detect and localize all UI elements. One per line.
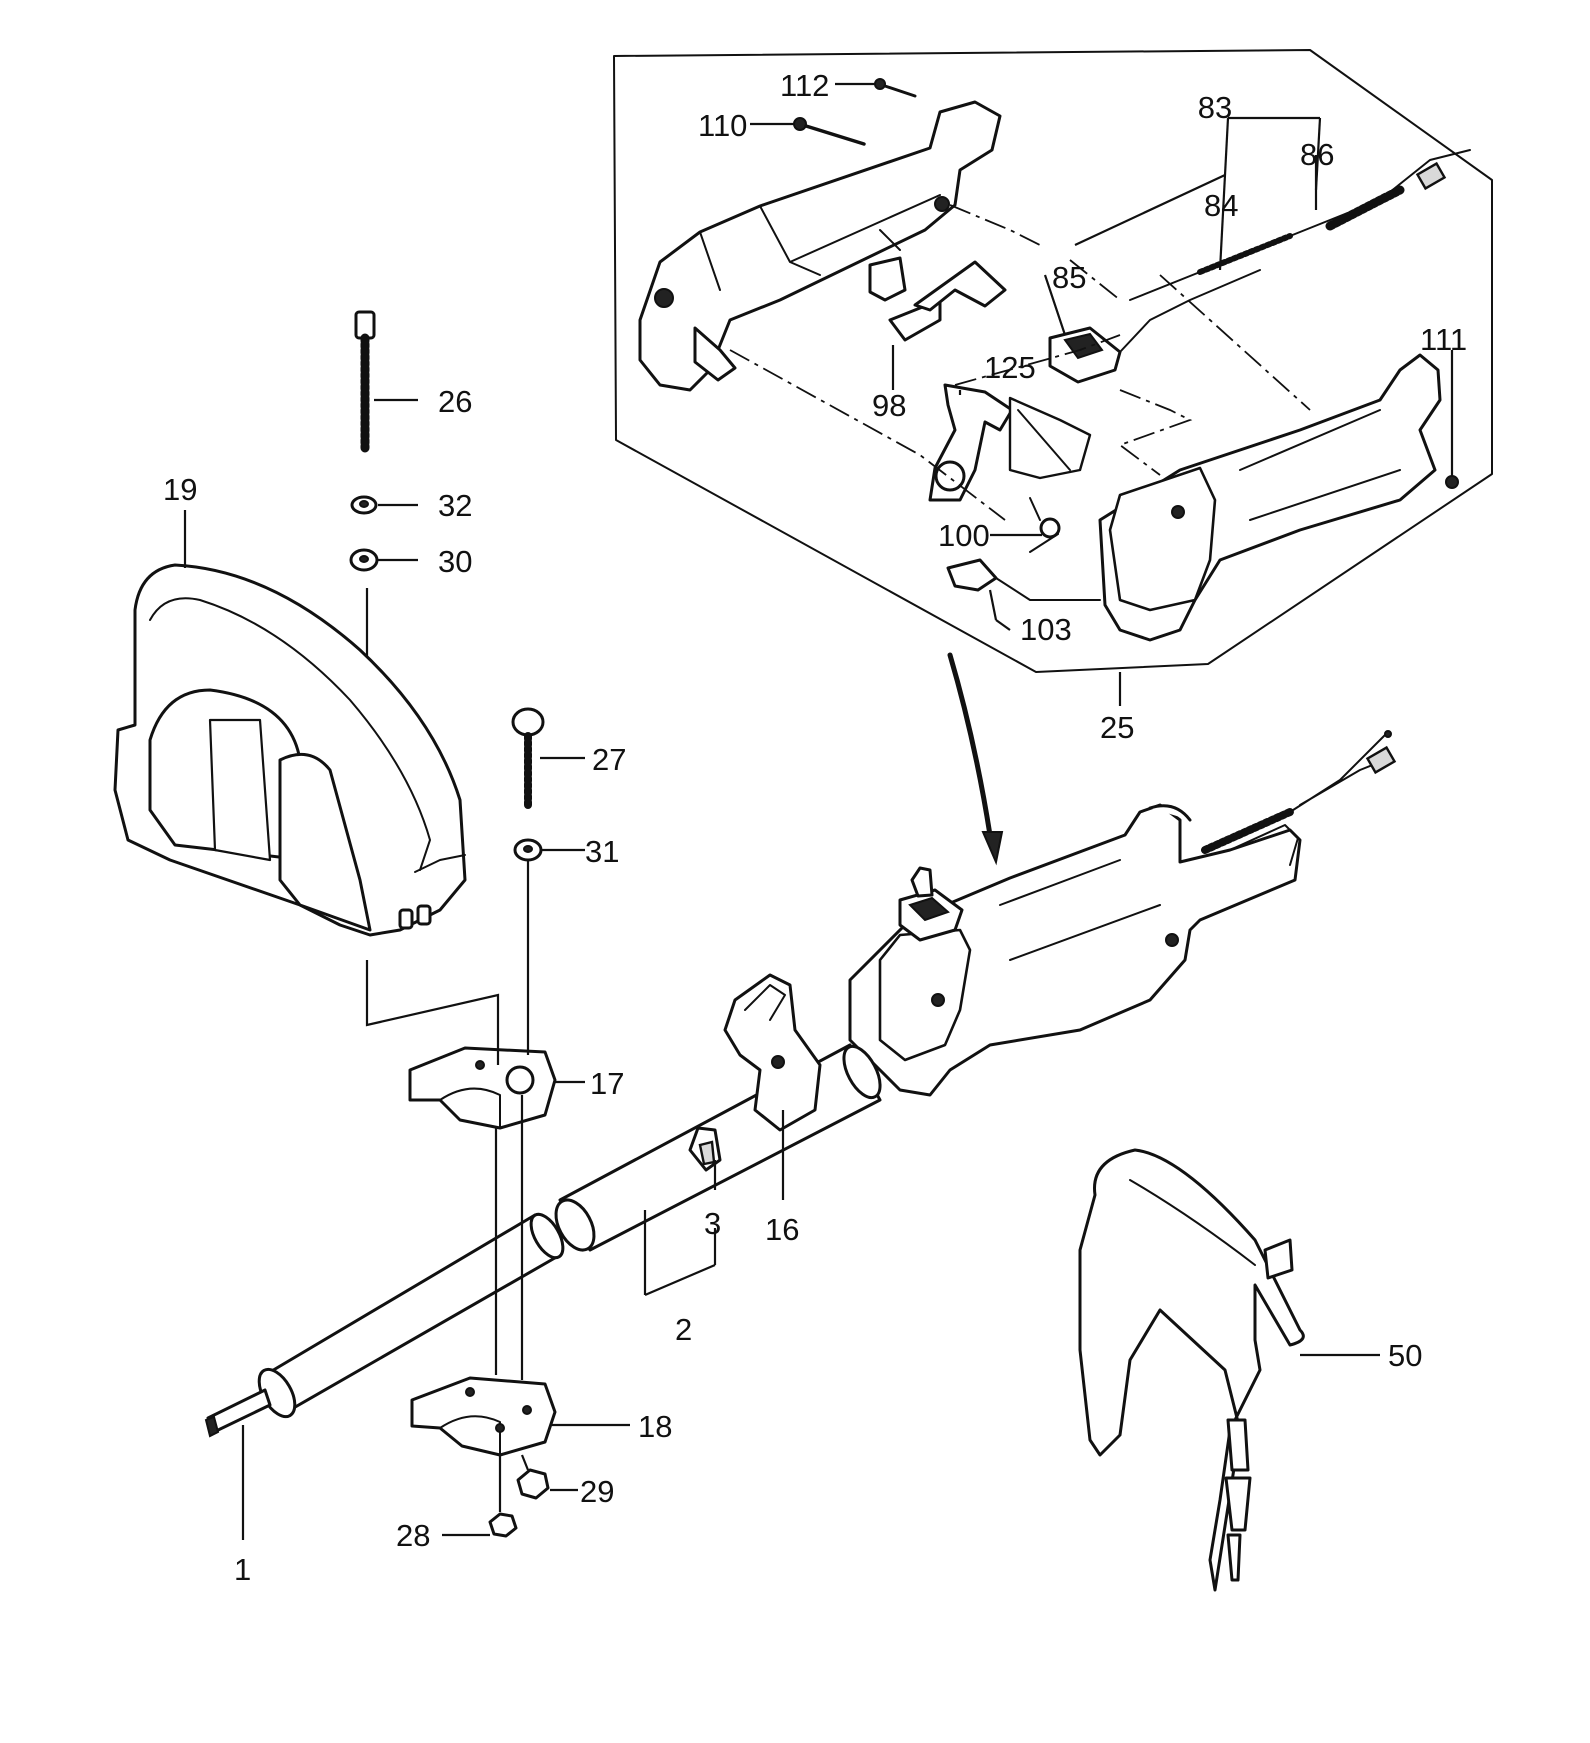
label-30: 30 (438, 544, 472, 579)
bracket-17 (408, 1046, 557, 1130)
spring-100 (1029, 497, 1061, 553)
part-labels: 112 110 83 86 84 85 111 125 98 100 103 2… (163, 68, 1467, 1587)
bolt-27 (511, 707, 545, 812)
handle-upper-half (638, 100, 1007, 392)
label-29: 29 (580, 1474, 614, 1509)
label-32: 32 (438, 488, 472, 523)
label-103: 103 (1020, 612, 1072, 647)
label-84: 84 (1204, 188, 1238, 223)
throttle-cable-84 (1129, 149, 1471, 301)
label-100: 100 (938, 518, 990, 553)
inset-panel-25 (613, 49, 1493, 706)
nut-30 (349, 548, 379, 572)
label-25: 25 (1100, 710, 1134, 745)
clamp-16 (723, 973, 822, 1132)
label-17: 17 (590, 1066, 624, 1101)
label-19: 19 (163, 472, 197, 507)
screw-110 (793, 117, 866, 146)
label-111: 111 (1420, 322, 1467, 357)
label-26: 26 (438, 384, 472, 419)
label-112: 112 (780, 68, 829, 103)
leader-lines (183, 82, 1454, 1540)
label-27: 27 (592, 742, 626, 777)
label-16: 16 (765, 1212, 799, 1247)
label-3: 3 (704, 1206, 721, 1241)
nut-31 (513, 838, 543, 862)
drive-shaft-1 (204, 1212, 565, 1438)
label-18: 18 (638, 1409, 672, 1444)
bolt-26 (354, 310, 376, 453)
switch-85 (1048, 269, 1261, 384)
nut-28 (488, 1512, 518, 1538)
label-125: 125 (984, 350, 1036, 385)
label-28: 28 (396, 1518, 430, 1553)
knob-3 (688, 1126, 722, 1172)
label-86: 86 (1300, 137, 1334, 172)
nut-29 (516, 1468, 550, 1500)
barrier-handle-19 (113, 563, 467, 937)
label-1: 1 (234, 1552, 251, 1587)
washer-32 (350, 495, 378, 515)
label-31: 31 (585, 834, 619, 869)
assembly-arrow (947, 652, 1004, 866)
label-83: 83 (1198, 90, 1232, 125)
trigger-125 (928, 383, 1092, 502)
inset-alignment-lines (729, 204, 1311, 521)
shoulder-strap-50 (1078, 1148, 1305, 1592)
label-50: 50 (1388, 1338, 1422, 1373)
bracket-alignment-lines (365, 845, 530, 1512)
screw-112 (874, 78, 917, 98)
label-2: 2 (675, 1312, 692, 1347)
label-85: 85 (1052, 260, 1086, 295)
assembled-handle (848, 730, 1397, 1097)
bracket-18 (410, 1376, 557, 1457)
handle-lower-half (1098, 353, 1459, 642)
label-98: 98 (872, 388, 906, 423)
lever-103 (946, 558, 1101, 601)
label-110: 110 (698, 108, 747, 143)
